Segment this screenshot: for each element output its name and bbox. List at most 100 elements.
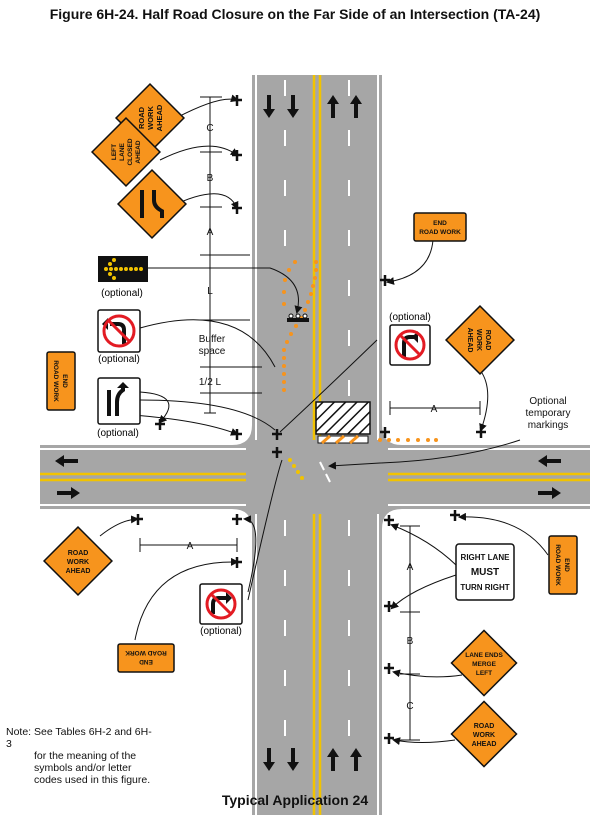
dimension-a-label: A — [207, 227, 214, 238]
markings-label-2: temporary — [525, 408, 570, 419]
sign-post-icon — [384, 601, 394, 612]
arrow-board-optional-label: (optional) — [101, 288, 143, 299]
half-l-label: 1/2 L — [199, 377, 222, 388]
svg-text:AHEAD: AHEAD — [135, 140, 142, 163]
arrow-right-icon — [538, 487, 561, 499]
sign-post-icon — [380, 427, 390, 438]
lane-use-optional-label: (optional) — [97, 428, 139, 439]
sign-post-icon — [384, 733, 394, 744]
dimension-lines-left — [200, 96, 262, 414]
svg-text:ROAD WORK: ROAD WORK — [125, 649, 167, 656]
buffer-label-2: space — [199, 346, 226, 357]
svg-text:ROAD WORK: ROAD WORK — [554, 544, 561, 586]
no-right-turn-optional-label: (optional) — [200, 626, 242, 637]
dimension-c-label: C — [206, 123, 213, 134]
svg-text:AHEAD: AHEAD — [466, 328, 473, 353]
arrow-up-icon — [350, 95, 362, 118]
dimension-l-label: L — [207, 286, 213, 297]
svg-text:ROAD: ROAD — [137, 106, 146, 129]
no-left-turn-right-optional-label: (optional) — [389, 312, 431, 323]
svg-text:WORK: WORK — [475, 329, 482, 351]
sign-post-icon — [232, 557, 242, 568]
svg-text:MUST: MUST — [471, 567, 499, 578]
arrow-board-symbol — [287, 313, 309, 322]
svg-text:LANE ENDS: LANE ENDS — [465, 652, 503, 659]
svg-text:WORK: WORK — [67, 559, 89, 566]
sign-post-icon — [232, 514, 242, 525]
markings-label-3: markings — [528, 420, 569, 431]
arrow-down-icon — [263, 748, 275, 771]
sign-post-icon — [232, 429, 242, 440]
buffer-label-1: Buffer — [199, 334, 226, 345]
figure-note: Note: See Tables 6H-2 and 6H-3 for the m… — [6, 726, 156, 786]
right-lane-must-turn-right-sign: RIGHT LANE MUST TURN RIGHT — [455, 543, 515, 601]
road-work-ahead-sign-right: ROAD WORK AHEAD — [444, 304, 516, 376]
lane-line-icon — [140, 190, 144, 218]
note-line-2: for the meaning of the — [34, 750, 137, 762]
svg-text:END: END — [139, 658, 153, 665]
svg-text:AHEAD: AHEAD — [472, 741, 497, 748]
svg-text:ROAD WORK: ROAD WORK — [52, 360, 59, 402]
note-line-1: Note: See Tables 6H-2 and 6H-3 — [6, 726, 152, 750]
end-road-work-sign-top-right: END ROAD WORK — [413, 212, 467, 242]
svg-text:LEFT: LEFT — [476, 670, 492, 677]
lane-ends-merge-left-sign: LANE ENDS MERGE LEFT — [450, 629, 518, 697]
work-area — [315, 401, 371, 435]
arrow-up-icon — [327, 95, 339, 118]
end-road-work-sign-left: END ROAD WORK — [46, 351, 76, 411]
sign-post-icon — [232, 95, 242, 106]
svg-text:ROAD: ROAD — [484, 330, 491, 351]
no-right-turn-sign — [199, 583, 243, 625]
arrow-down-icon — [287, 748, 299, 771]
sign-post-icon — [232, 150, 242, 161]
sign-post-icon — [450, 510, 460, 521]
svg-text:END: END — [563, 558, 570, 572]
note-line-3: symbols and/or letter — [34, 762, 132, 774]
arrow-down-icon — [287, 95, 299, 118]
arrow-left-icon — [55, 455, 78, 467]
svg-text:TURN RIGHT: TURN RIGHT — [460, 583, 509, 592]
svg-text:END: END — [433, 220, 447, 227]
svg-text:MERGE: MERGE — [472, 661, 497, 668]
center-lines — [40, 75, 590, 815]
dimension-a-bottom-label: A — [187, 541, 194, 552]
svg-text:AHEAD: AHEAD — [155, 104, 164, 131]
road-surface — [40, 75, 590, 815]
markings-label-1: Optional — [529, 396, 566, 407]
svg-text:WORK: WORK — [473, 732, 495, 739]
sign-post-icon — [272, 429, 282, 440]
svg-text:CLOSED: CLOSED — [127, 138, 134, 165]
figure-title: Figure 6H-24. Half Road Closure on the F… — [49, 6, 541, 22]
end-road-work-sign-bottom-right: END ROAD WORK — [548, 535, 578, 595]
arrow-left-icon — [538, 455, 561, 467]
arrow-right-icon — [57, 487, 80, 499]
dimension-a-right-label: A — [407, 562, 414, 573]
no-left-turn-optional-label: (optional) — [98, 354, 140, 365]
svg-text:AHEAD: AHEAD — [66, 568, 91, 575]
dimension-a-top-label: A — [431, 404, 438, 415]
road-work-ahead-sign-bottom-left: ROAD WORK AHEAD — [42, 525, 114, 597]
sign-post-icon — [384, 663, 394, 674]
sign-post-icon — [384, 515, 394, 526]
svg-text:WORK: WORK — [146, 106, 155, 130]
dimension-b-label: B — [207, 173, 214, 184]
arrow-up-icon — [327, 748, 339, 771]
svg-text:ROAD: ROAD — [474, 723, 495, 730]
road-work-ahead-sign-bottom-right: ROAD WORK AHEAD — [450, 700, 518, 768]
lane-reduction-sign — [116, 168, 188, 240]
svg-text:LEFT: LEFT — [111, 144, 118, 160]
end-road-work-sign-bottom-left: END ROAD WORK — [117, 643, 175, 673]
svg-text:END: END — [61, 374, 68, 388]
sign-post-icon — [272, 447, 282, 458]
note-line-4: codes used in this figure. — [34, 774, 151, 786]
svg-text:RIGHT LANE: RIGHT LANE — [461, 553, 511, 562]
lane-dashes — [284, 80, 350, 736]
arrow-board — [98, 256, 148, 282]
dimension-b-right-label: B — [407, 636, 414, 647]
sign-post-icon — [232, 203, 242, 214]
svg-text:ROAD WORK: ROAD WORK — [419, 229, 461, 236]
left-lane-closed-ahead-sign: LEFT LANE CLOSED AHEAD — [90, 116, 162, 188]
traffic-arrows — [55, 95, 561, 771]
figure-caption: Typical Application 24 — [221, 792, 369, 808]
